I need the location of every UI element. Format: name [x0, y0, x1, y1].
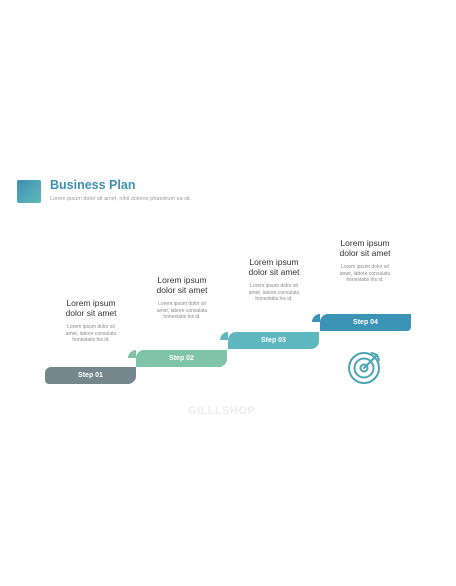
- title-accent-square: [17, 180, 41, 203]
- step-1-body: Lorem ipsum dolor sit amet, labore consu…: [46, 324, 136, 344]
- step-2-body-line2: amet, labore consulatu: [156, 307, 208, 314]
- step-3-heading-line2: dolor sit amet: [248, 267, 300, 277]
- step-4-heading: Lorem ipsum dolor sit amet: [320, 238, 410, 258]
- step-2-body-line3: honestatis his id.: [163, 314, 201, 320]
- step-4-heading-line1: Lorem ipsum: [340, 238, 390, 248]
- step-1-body-line1: Lorem ipsum dolor sit: [67, 324, 115, 330]
- step-3-bar: Step 03: [220, 332, 319, 349]
- step-4-body-line1: Lorem ipsum dolor sit: [341, 264, 389, 270]
- step-4-body: Lorem ipsum dolor sit amet, labore consu…: [320, 264, 410, 284]
- page-title: Business Plan: [50, 178, 136, 192]
- step-3-body-line1: Lorem ipsum dolor sit: [250, 283, 298, 289]
- step-2-bar: Step 02: [128, 350, 227, 367]
- step-2-body: Lorem ipsum dolor sit amet, labore consu…: [137, 301, 227, 321]
- step-4-bar: Step 04: [312, 314, 411, 331]
- step-3-heading-line1: Lorem ipsum: [249, 257, 299, 267]
- step-4-heading-line2: dolor sit amet: [339, 248, 391, 258]
- page-subtitle: Lorem ipsum dolor sit amet, nihil dolore…: [50, 196, 192, 202]
- step-1-heading-line1: Lorem ipsum: [66, 298, 116, 308]
- step-1-bar: Step 01: [45, 367, 136, 384]
- step-1-body-line3: honestatis his id.: [72, 337, 110, 343]
- watermark: GILLLSHOP: [188, 405, 256, 417]
- step-2-text: Lorem ipsum dolor sit amet Lorem ipsum d…: [137, 275, 227, 321]
- step-1-text: Lorem ipsum dolor sit amet Lorem ipsum d…: [46, 298, 136, 344]
- step-4-body-line3: honestatis his id.: [346, 277, 384, 283]
- step-3-body-line3: honestatis his id.: [255, 296, 293, 302]
- step-2-heading-line1: Lorem ipsum: [157, 275, 207, 285]
- step-1-body-line2: amet, labore consulatu: [65, 330, 117, 337]
- step-2-body-line1: Lorem ipsum dolor sit: [158, 301, 206, 307]
- step-4-text: Lorem ipsum dolor sit amet Lorem ipsum d…: [320, 238, 410, 284]
- step-2-heading-line2: dolor sit amet: [156, 285, 208, 295]
- step-3-text: Lorem ipsum dolor sit amet Lorem ipsum d…: [229, 257, 319, 303]
- step-4-body-line2: amet, labore consulatu: [339, 270, 391, 277]
- step-3-body: Lorem ipsum dolor sit amet, labore consu…: [229, 283, 319, 303]
- step-3-heading: Lorem ipsum dolor sit amet: [229, 257, 319, 277]
- target-arrow-icon: [348, 352, 380, 384]
- step-1-heading-line2: dolor sit amet: [65, 308, 117, 318]
- step-3-body-line2: amet, labore consulatu: [248, 289, 300, 296]
- step-2-heading: Lorem ipsum dolor sit amet: [137, 275, 227, 295]
- step-1-heading: Lorem ipsum dolor sit amet: [46, 298, 136, 318]
